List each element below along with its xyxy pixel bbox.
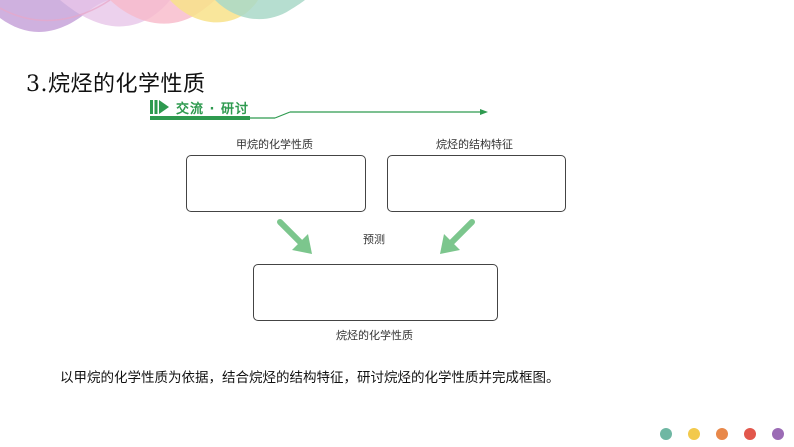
footer-dots (660, 428, 784, 440)
right-box-label: 烷烃的结构特征 (436, 138, 513, 151)
arrow-down-right-icon (277, 219, 312, 254)
bottom-box-label: 烷烃的化学性质 (336, 329, 413, 342)
bottom-answer-box[interactable] (253, 264, 498, 321)
play-arrow-icon (150, 100, 169, 114)
section-tag-label: 交流 · 研讨 (176, 101, 249, 117)
section-underline (150, 109, 488, 120)
instruction-text: 以甲烷的化学性质为依据，结合烷烃的结构特征，研讨烷烃的化学性质并完成框图。 (60, 370, 560, 386)
page-title: 3.烷烃的化学性质 (26, 72, 206, 97)
footer-dot (660, 428, 672, 440)
footer-dot (716, 428, 728, 440)
footer-dot (744, 428, 756, 440)
right-answer-box[interactable] (387, 155, 566, 212)
decorative-wave-banner (0, 0, 305, 32)
section-tag: 交流 · 研讨 (150, 96, 249, 118)
footer-dot (772, 428, 784, 440)
left-answer-box[interactable] (186, 155, 366, 212)
predict-label: 预测 (363, 233, 385, 246)
left-box-label: 甲烷的化学性质 (236, 138, 313, 151)
footer-dot (688, 428, 700, 440)
arrow-down-left-icon (440, 219, 475, 254)
